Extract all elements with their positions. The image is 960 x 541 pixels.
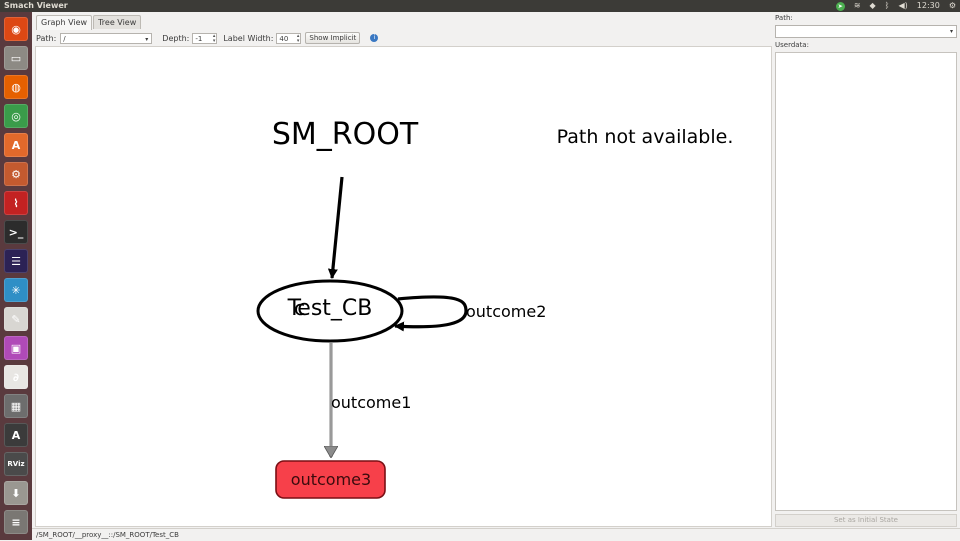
path-value: / (63, 34, 66, 43)
state-node[interactable] (256, 279, 404, 343)
pdf-reader-icon[interactable]: ⌇ (4, 191, 28, 215)
gear-icon[interactable]: ⚙ (948, 1, 956, 10)
bluetooth-icon[interactable]: ᛒ (884, 1, 890, 10)
volume-icon[interactable]: ◀) (898, 1, 908, 10)
window-title: Smach Viewer (4, 1, 68, 10)
updates-icon[interactable]: ⬇ (4, 481, 28, 505)
launcher: ◉ ▭ ◍ ◎ A ⚙ ⌇ >_ ☰ ✳ ✎ ▣ ∂ ▦ A RViz ⬇ ≡ (0, 12, 32, 540)
remote-desktop-icon[interactable]: ▣ (4, 336, 28, 360)
eclipse-icon[interactable]: ☰ (4, 249, 28, 273)
userdata-panel[interactable] (775, 52, 957, 511)
ros-icon[interactable]: ∂ (4, 365, 28, 389)
smach-viewer-window: Graph View Tree View Path: / ▾ Depth: -1… (32, 12, 960, 528)
loop-edge-label: outcome2 (466, 302, 546, 321)
path-combobox[interactable]: / ▾ (60, 32, 153, 44)
loop-edge (394, 295, 468, 332)
label-width-label: Label Width: (223, 33, 274, 43)
path-label: Path: (36, 33, 57, 43)
firefox-icon[interactable]: ◍ (4, 75, 28, 99)
outcome-node-label: outcome3 (291, 470, 371, 489)
tab-graph-view[interactable]: Graph View (36, 15, 93, 30)
terminal-icon[interactable]: >_ (4, 220, 28, 244)
userdata-label: Userdata: (775, 41, 809, 49)
help-icon[interactable]: i (370, 34, 379, 42)
ubuntu-icon[interactable]: ◉ (4, 17, 28, 41)
software-center-icon[interactable]: A (4, 133, 28, 157)
graph-canvas[interactable]: SM_ROOT Path not available. Test_CB c ou… (35, 46, 772, 527)
text-editor-icon[interactable]: ✎ (4, 307, 28, 331)
state-node-marker: c (294, 296, 305, 320)
right-path-label: Path: (775, 14, 793, 22)
label-width-value: 40 (279, 34, 289, 43)
spin-arrows-icon: ▴▾ (296, 32, 300, 44)
status-bar: /SM_ROOT/__proxy__::/SM_ROOT/Test_CB (32, 528, 960, 540)
down-edge-label: outcome1 (331, 393, 411, 412)
right-path-combobox[interactable]: ▾ (775, 25, 957, 38)
wifi-icon[interactable]: ≋ (853, 1, 861, 10)
show-implicit-button[interactable]: Show Implicit (305, 32, 361, 44)
view-tabs: Graph View Tree View (36, 15, 142, 30)
chevron-down-icon: ▾ (145, 35, 149, 43)
rviz-icon[interactable]: RViz (4, 452, 28, 476)
root-label: SM_ROOT (272, 117, 419, 152)
depth-label: Depth: (162, 33, 190, 43)
settings-icon[interactable]: ⚙ (4, 162, 28, 186)
chrome-icon[interactable]: ◎ (4, 104, 28, 128)
dropbox-icon[interactable]: ◆ (869, 1, 876, 10)
depth-value: -1 (195, 34, 203, 43)
status-text: /SM_ROOT/__proxy__::/SM_ROOT/Test_CB (36, 531, 179, 539)
telegram-icon[interactable]: ➤ (835, 1, 845, 11)
network-icon[interactable]: ✳ (4, 278, 28, 302)
chevron-down-icon: ▾ (949, 28, 953, 35)
calculator-icon[interactable]: ▦ (4, 394, 28, 418)
state-graph: SM_ROOT Path not available. Test_CB c ou… (256, 117, 734, 499)
set-initial-state-button[interactable]: Set as Initial State (775, 514, 957, 527)
files-icon[interactable]: ▭ (4, 46, 28, 70)
root-to-state-edge (327, 176, 344, 279)
path-not-available-message: Path not available. (557, 126, 734, 148)
depth-spinbox[interactable]: -1 ▴▾ (192, 32, 218, 44)
state-node-label: Test_CB (287, 296, 373, 321)
tab-tree-view[interactable]: Tree View (93, 15, 142, 29)
outcome-node[interactable] (275, 460, 386, 499)
workspaces-icon[interactable]: ≡ (4, 510, 28, 534)
spin-arrows-icon: ▴▾ (212, 32, 216, 44)
clock[interactable]: 12:30 (916, 1, 940, 10)
system-tray: ➤ ≋ ◆ ᛒ ◀) 12:30 ⚙ (835, 0, 956, 12)
system-top-bar: Smach Viewer ➤ ≋ ◆ ᛒ ◀) 12:30 ⚙ (0, 0, 960, 12)
android-icon[interactable]: A (4, 423, 28, 447)
label-width-spinbox[interactable]: 40 ▴▾ (276, 32, 302, 44)
graph-toolbar: Path: / ▾ Depth: -1 ▴▾ Label Width: 40 ▴… (36, 31, 768, 45)
right-panel: Path: ▾ Userdata: Set as Initial State (775, 12, 960, 528)
